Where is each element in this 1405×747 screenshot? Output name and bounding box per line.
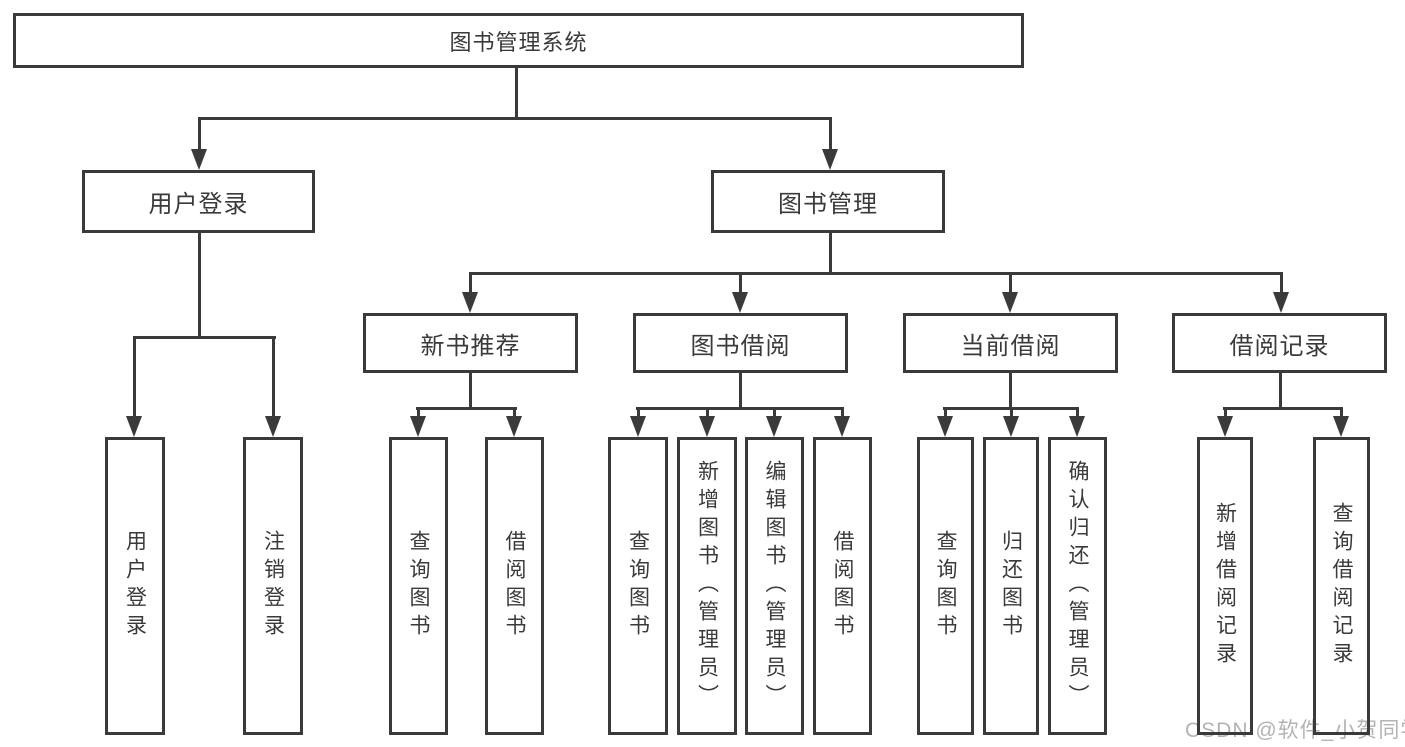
arrow-down-icon (766, 416, 782, 437)
connector-stem (773, 410, 776, 418)
leaf-query-books-recommend: 查询图书 (389, 437, 448, 735)
node-current-borrow: 当前借阅 (903, 313, 1118, 373)
connector-branch-line (1223, 407, 1343, 410)
node-label: 用户登录 (148, 191, 249, 218)
arrow-down-icon (506, 416, 522, 437)
connector-root-branch-line (198, 117, 832, 120)
arrow-down-icon (1069, 416, 1085, 437)
connector-stem (1009, 373, 1012, 410)
node-label: 用户登录 (123, 530, 147, 642)
arrow-down-icon (732, 292, 748, 313)
connector-root-stem (515, 68, 518, 117)
leaf-add-book-admin: 新增图书（管理员） (677, 437, 737, 735)
leaf-add-borrow-record: 新增借阅记录 (1197, 437, 1253, 735)
node-label: 新书推荐 (420, 332, 521, 360)
connector-stem (198, 120, 201, 150)
connector-stem (1010, 410, 1013, 418)
connector-stem (198, 233, 201, 339)
connector-stem (829, 233, 832, 272)
arrow-down-icon (834, 416, 850, 437)
connector-stem (706, 410, 709, 418)
connector-stem (417, 410, 420, 418)
node-label: 归还图书 (999, 530, 1023, 642)
leaf-edit-book-admin: 编辑图书（管理员） (745, 437, 804, 735)
node-book-management: 图书管理 (711, 170, 945, 233)
node-label: 查询借阅记录 (1330, 502, 1353, 670)
leaf-borrow-books-recommend: 借阅图书 (485, 437, 544, 735)
connector-stem (133, 339, 136, 416)
connector-branch-line (416, 407, 517, 410)
connector-stem (739, 275, 742, 292)
node-label: 确认归还（管理员） (1066, 460, 1089, 712)
connector-stem (1279, 373, 1282, 410)
connector-branch-line (469, 272, 1283, 275)
arrow-down-icon (462, 292, 478, 313)
arrow-down-icon (265, 416, 281, 437)
connector-branch-line (943, 407, 1079, 410)
arrow-down-icon (630, 416, 646, 437)
connector-stem (272, 339, 275, 416)
leaf-return-books: 归还图书 (983, 437, 1039, 735)
leaf-borrow-books: 借阅图书 (813, 437, 872, 735)
connector-stem (739, 373, 742, 410)
node-label: 注销登录 (261, 530, 285, 642)
arrow-down-icon (410, 416, 426, 437)
connector-stem (513, 410, 516, 418)
node-user-login: 用户登录 (82, 170, 315, 233)
node-label: 借阅图书 (503, 530, 526, 642)
arrow-down-icon (937, 416, 953, 437)
node-label: 借阅记录 (1229, 332, 1330, 360)
arrow-down-icon (126, 416, 142, 437)
connector-stem (1009, 275, 1012, 292)
connector-stem (469, 275, 472, 292)
connector-stem (1280, 275, 1283, 292)
arrow-down-icon (1003, 416, 1019, 437)
node-label: 查询图书 (407, 530, 430, 642)
leaf-query-books-borrow: 查询图书 (608, 437, 668, 735)
node-new-book-recommend: 新书推荐 (363, 313, 578, 373)
node-label: 查询图书 (934, 530, 957, 642)
connector-branch-line (133, 336, 276, 339)
leaf-query-books-current: 查询图书 (917, 437, 974, 735)
arrow-down-icon (1273, 292, 1289, 313)
connector-stem (1076, 410, 1079, 418)
node-borrow-records: 借阅记录 (1172, 313, 1387, 373)
connector-stem (829, 120, 832, 150)
node-label: 图书借阅 (690, 332, 791, 360)
node-label: 借阅图书 (831, 530, 854, 642)
node-library-management-system: 图书管理系统 (13, 13, 1024, 68)
connector-stem (469, 373, 472, 410)
connector-stem (1340, 410, 1343, 418)
connector-stem (637, 410, 640, 418)
node-label: 图书管理系统 (449, 29, 588, 55)
node-label: 新增借阅记录 (1213, 502, 1237, 670)
node-label: 当前借阅 (960, 332, 1061, 360)
node-label: 新增图书（管理员） (695, 460, 719, 712)
csdn-watermark: CSDN @软件_小贺同学 (1185, 719, 1405, 742)
connector-branch-line (636, 407, 844, 410)
leaf-user-login: 用户登录 (105, 437, 165, 735)
connector-stem (944, 410, 947, 418)
node-book-borrow: 图书借阅 (633, 313, 848, 373)
arrow-down-icon (699, 416, 715, 437)
arrow-down-icon (1002, 292, 1018, 313)
connector-stem (1224, 410, 1227, 418)
arrow-down-icon (1217, 416, 1233, 437)
arrow-down-icon (822, 149, 838, 170)
arrow-down-icon (1333, 416, 1349, 437)
node-label: 编辑图书（管理员） (763, 460, 786, 712)
arrow-down-icon (191, 149, 207, 170)
leaf-query-borrow-record: 查询借阅记录 (1313, 437, 1370, 735)
leaf-confirm-return-admin: 确认归还（管理员） (1048, 437, 1107, 735)
node-label: 图书管理 (778, 191, 878, 218)
leaf-logout: 注销登录 (243, 437, 303, 735)
node-label: 查询图书 (626, 530, 650, 642)
connector-stem (841, 410, 844, 418)
